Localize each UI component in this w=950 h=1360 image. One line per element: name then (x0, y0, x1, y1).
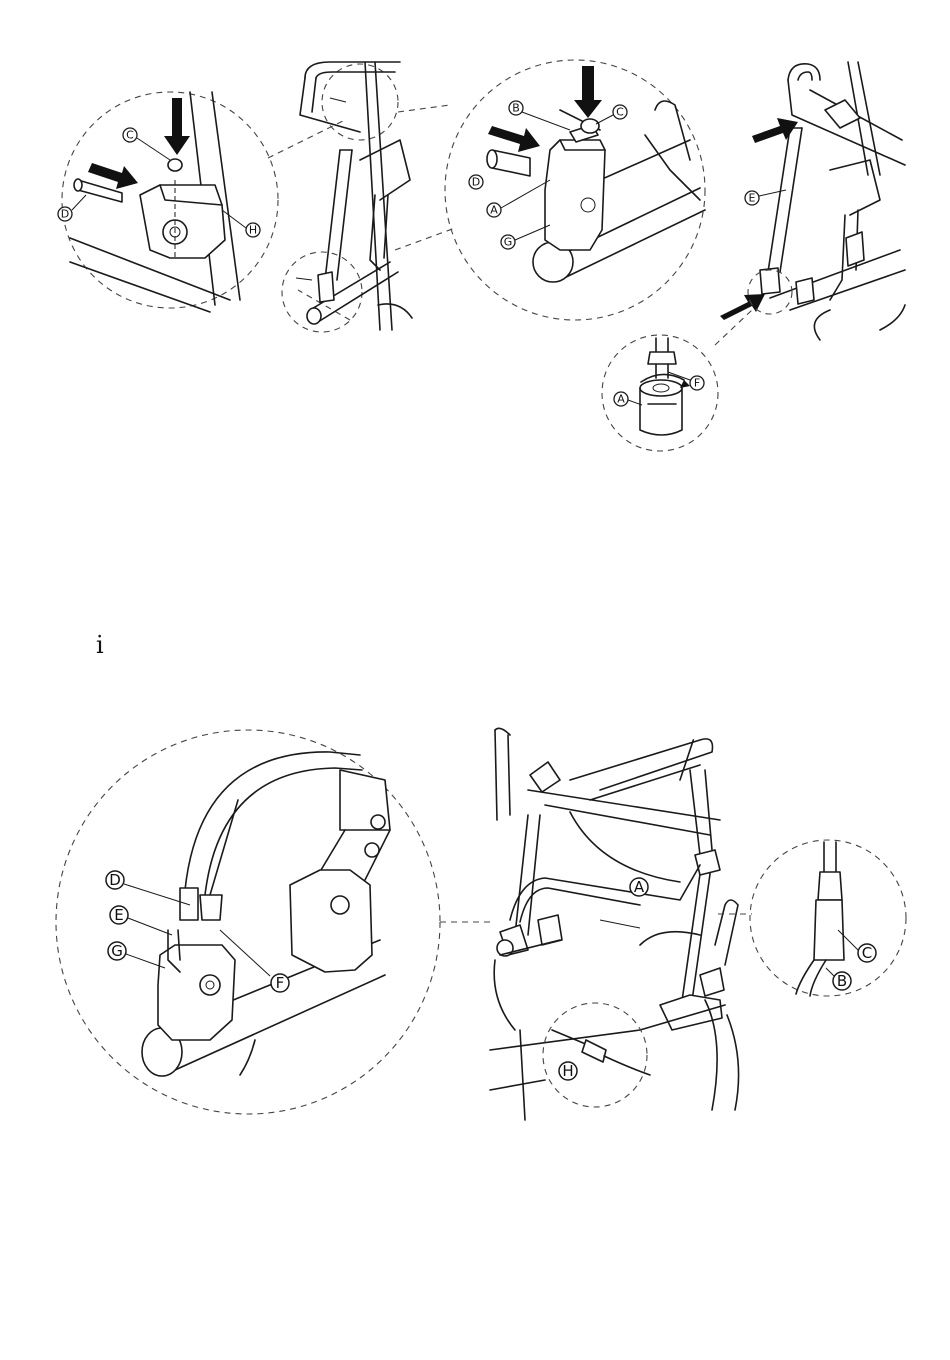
bottom-right-detail (750, 840, 906, 996)
callout-g-bottom-left: G (108, 942, 126, 960)
svg-text:D: D (472, 176, 480, 189)
info-icon: i (96, 632, 112, 658)
callout-a-top-right: A (614, 392, 628, 406)
push-arrow-icon (752, 118, 798, 143)
svg-text:B: B (512, 102, 520, 115)
svg-text:H: H (249, 224, 257, 237)
push-right-arrow-icon (488, 126, 540, 152)
top-left-detail (62, 92, 278, 312)
callout-g-top-mid: G (501, 235, 515, 249)
callout-h-top-left: H (246, 223, 260, 237)
callout-c-bottom-right: C (858, 944, 876, 962)
svg-text:G: G (111, 942, 123, 960)
callout-d-bottom-left: D (106, 871, 124, 889)
rotate-arrow-icon (680, 380, 690, 388)
svg-text:D: D (61, 208, 69, 221)
callout-c-top-mid: C (613, 105, 627, 119)
svg-text:D: D (109, 871, 121, 889)
svg-text:B: B (837, 972, 847, 990)
svg-text:C: C (126, 129, 134, 142)
push-down-arrow-icon (574, 66, 602, 118)
svg-text:H: H (562, 1062, 573, 1080)
callout-b-bottom-right: B (833, 972, 851, 990)
callout-e-bottom-left: E (110, 906, 128, 924)
svg-text:A: A (490, 204, 498, 217)
callout-d-top-left: D (58, 207, 72, 221)
callout-f-top-right: F (690, 376, 704, 390)
push-arrow-icon (720, 294, 765, 320)
callout-f-bottom-left: F (271, 974, 289, 992)
push-down-arrow-icon (164, 98, 190, 155)
callout-c-top-left: C (123, 128, 137, 142)
callout-a-bottom-main: A (630, 878, 648, 896)
callout-e-top-right: E (745, 191, 759, 205)
callout-d-top-mid: D (469, 175, 483, 189)
bottom-small-detail (543, 1003, 650, 1107)
svg-text:C: C (616, 106, 624, 119)
svg-text:G: G (504, 236, 513, 249)
callout-b-top-mid: B (509, 101, 523, 115)
callout-h-bottom: H (559, 1062, 577, 1080)
svg-text:E: E (749, 192, 756, 205)
svg-text:A: A (634, 878, 645, 896)
svg-text:F: F (694, 377, 700, 390)
svg-text:C: C (862, 944, 872, 962)
svg-text:A: A (617, 393, 625, 406)
top-middle-detail (445, 60, 705, 320)
callout-a-top-mid: A (487, 203, 501, 217)
svg-text:F: F (276, 974, 285, 992)
svg-text:E: E (114, 906, 123, 924)
